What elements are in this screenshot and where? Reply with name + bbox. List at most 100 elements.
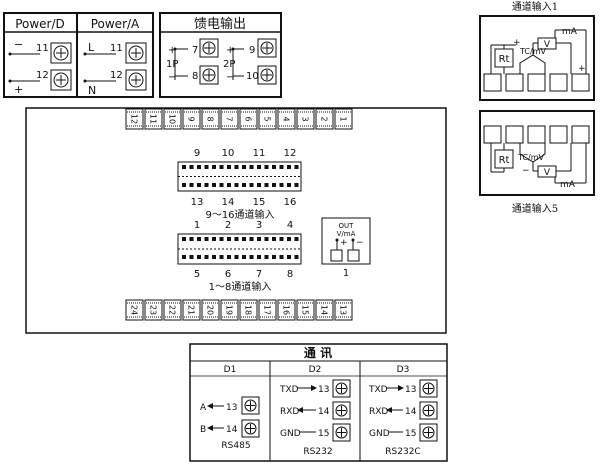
- panel-terminal-number: 15: [301, 305, 310, 315]
- feeder-output-box: 馈电输出 + 1P − 7 8 + 2P − 9 10: [159, 12, 282, 98]
- channel-1-rt: Rt: [499, 54, 510, 65]
- panel-terminal-number: 18: [244, 305, 253, 315]
- panel-terminal-number: 24: [130, 305, 139, 315]
- channel-5-ma: mA: [560, 180, 576, 190]
- power-a-t11: 11: [110, 43, 123, 54]
- connector-pin: [257, 183, 261, 187]
- channel-terminal: [483, 73, 502, 92]
- connector-pin: [204, 183, 209, 187]
- panel-terminal: 4: [277, 108, 296, 130]
- connector-pin: [227, 237, 231, 241]
- channel-1-tc-plus: +: [513, 38, 521, 48]
- comm-d3-t13: 13: [405, 385, 416, 395]
- communication-box: 通 讯 D1 D2 D3 A 13 B 14 RS485 TXD 13 RXD …: [189, 343, 448, 462]
- channel-terminal: [527, 125, 546, 144]
- terminal-screw: [419, 423, 438, 442]
- out-sub-label: V/mA: [337, 230, 356, 238]
- connector-pin: [234, 255, 239, 259]
- connector-pin: [264, 183, 269, 187]
- panel-terminal: 7: [220, 108, 239, 130]
- power-d-box: Power/D − 11 12 +: [3, 12, 78, 98]
- feeder-2p-minus: −: [226, 72, 234, 83]
- panel-terminal: 6: [239, 108, 258, 130]
- power-a-l: L: [88, 41, 95, 54]
- panel-terminal: 1: [334, 108, 353, 130]
- panel-terminal-number: 5: [263, 116, 272, 121]
- connector-pin: [219, 255, 224, 259]
- connector-pin: [279, 183, 284, 187]
- panel-terminal: 20: [201, 299, 220, 321]
- terminal-screw: [332, 423, 351, 442]
- panel-terminal-number: 19: [225, 305, 234, 315]
- channel-terminal: [527, 73, 546, 92]
- panel-terminal: 16: [277, 299, 296, 321]
- connector-top-number: 2: [225, 220, 231, 231]
- connector-bottom-number: 8: [287, 269, 293, 280]
- panel-terminal: 3: [296, 108, 315, 130]
- channel-1-title: 通道输入1: [512, 0, 558, 13]
- terminal-screw: [125, 42, 147, 64]
- terminal-screw: [241, 396, 260, 415]
- panel-terminal-number: 11: [149, 114, 158, 124]
- comm-d3-txd: TXD: [368, 385, 388, 395]
- connector-pin: [249, 237, 254, 241]
- terminal-screw: [257, 65, 277, 85]
- connector-pin: [287, 165, 291, 169]
- power-d-title: Power/D: [15, 17, 65, 31]
- connector-pin: [197, 165, 201, 169]
- comm-d2-name: D2: [309, 365, 322, 375]
- panel-terminal-number: 1: [339, 116, 348, 121]
- connector-pin: [219, 165, 224, 169]
- channel-terminal: [571, 73, 590, 92]
- feeder-1p-minus: −: [168, 72, 176, 83]
- panel-terminal-number: 2: [320, 116, 329, 121]
- connector-pin: [189, 237, 194, 241]
- connector-pin: [294, 237, 299, 241]
- out-number: 1: [343, 268, 349, 279]
- channel-terminal: [483, 125, 502, 144]
- power-a-n: N: [88, 84, 96, 97]
- panel-terminal-number: 3: [301, 116, 310, 121]
- comm-d2-t15: 15: [318, 429, 329, 439]
- panel-terminal: 18: [239, 299, 258, 321]
- connector-pin: [294, 183, 299, 187]
- connector-pin: [189, 255, 194, 259]
- comm-d2-gnd: GND: [280, 429, 301, 439]
- connector-pin: [219, 237, 224, 241]
- connector-pin: [182, 165, 186, 169]
- terminal-screw: [332, 379, 351, 398]
- connector-pin: [234, 237, 239, 241]
- connector-pin: [294, 255, 299, 259]
- connector-pin: [249, 183, 254, 187]
- connector-pin: [204, 255, 209, 259]
- connector-pin: [204, 165, 209, 169]
- connector-top-number: 12: [284, 148, 297, 159]
- panel-terminal-number: 6: [244, 116, 253, 121]
- panel-terminal-number: 12: [130, 114, 139, 124]
- channel-terminal: [549, 125, 568, 144]
- connector-top-number: 10: [222, 148, 235, 159]
- connector-bottom-number: 16: [284, 197, 297, 208]
- connector-pin: [234, 165, 239, 169]
- connector-pin: [182, 255, 186, 259]
- connector-pin: [227, 165, 231, 169]
- connector-top-number: 3: [256, 220, 262, 231]
- panel-terminal: 12: [125, 108, 144, 130]
- panel-terminal-number: 23: [149, 305, 158, 315]
- panel-terminal-number: 16: [282, 305, 291, 315]
- connector-pin: [264, 255, 269, 259]
- connector-pin: [279, 237, 284, 241]
- terminal-screw: [50, 69, 72, 91]
- connector-pin: [272, 255, 276, 259]
- connector-pin: [227, 255, 231, 259]
- connector-pin: [189, 165, 194, 169]
- feeder-title: 馈电输出: [194, 16, 246, 32]
- connector-bottom-number: 5: [194, 269, 200, 280]
- connector-bottom-number: 15: [253, 197, 266, 208]
- channel-1-ma-plus: +: [578, 64, 586, 74]
- connector-pin: [242, 183, 246, 187]
